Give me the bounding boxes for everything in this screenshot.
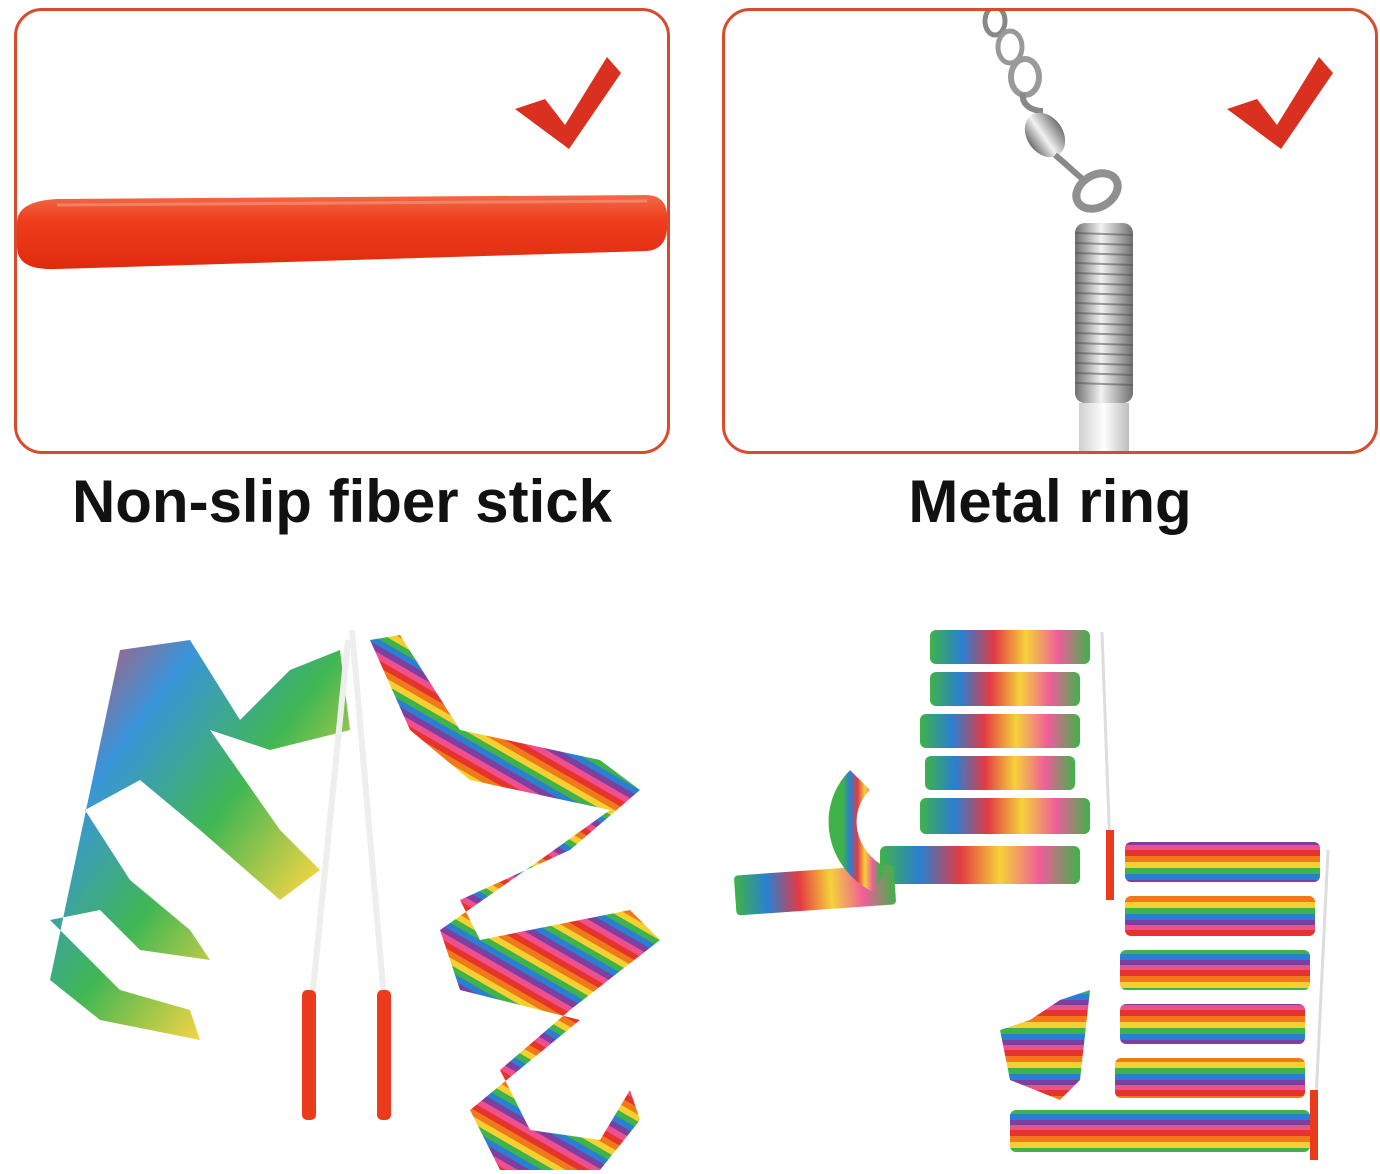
fiber-stick-panel (14, 8, 670, 454)
checkmark-icon (515, 57, 621, 149)
metal-ring-panel (722, 8, 1378, 454)
spring (1074, 223, 1134, 403)
caption-fiber-stick: Non-slip fiber stick (71, 468, 613, 535)
ribbon-wands-photo-right (730, 610, 1350, 1170)
swivel-chain (982, 11, 1122, 213)
ribbon-wands-photo-left (40, 610, 680, 1170)
checkmark-icon (1227, 57, 1333, 149)
caption-metal-ring: Metal ring (908, 468, 1192, 535)
white-stick (1079, 403, 1129, 451)
fiber-stick-image (17, 57, 667, 270)
metal-ring-image (982, 11, 1333, 451)
red-stick (17, 195, 667, 270)
